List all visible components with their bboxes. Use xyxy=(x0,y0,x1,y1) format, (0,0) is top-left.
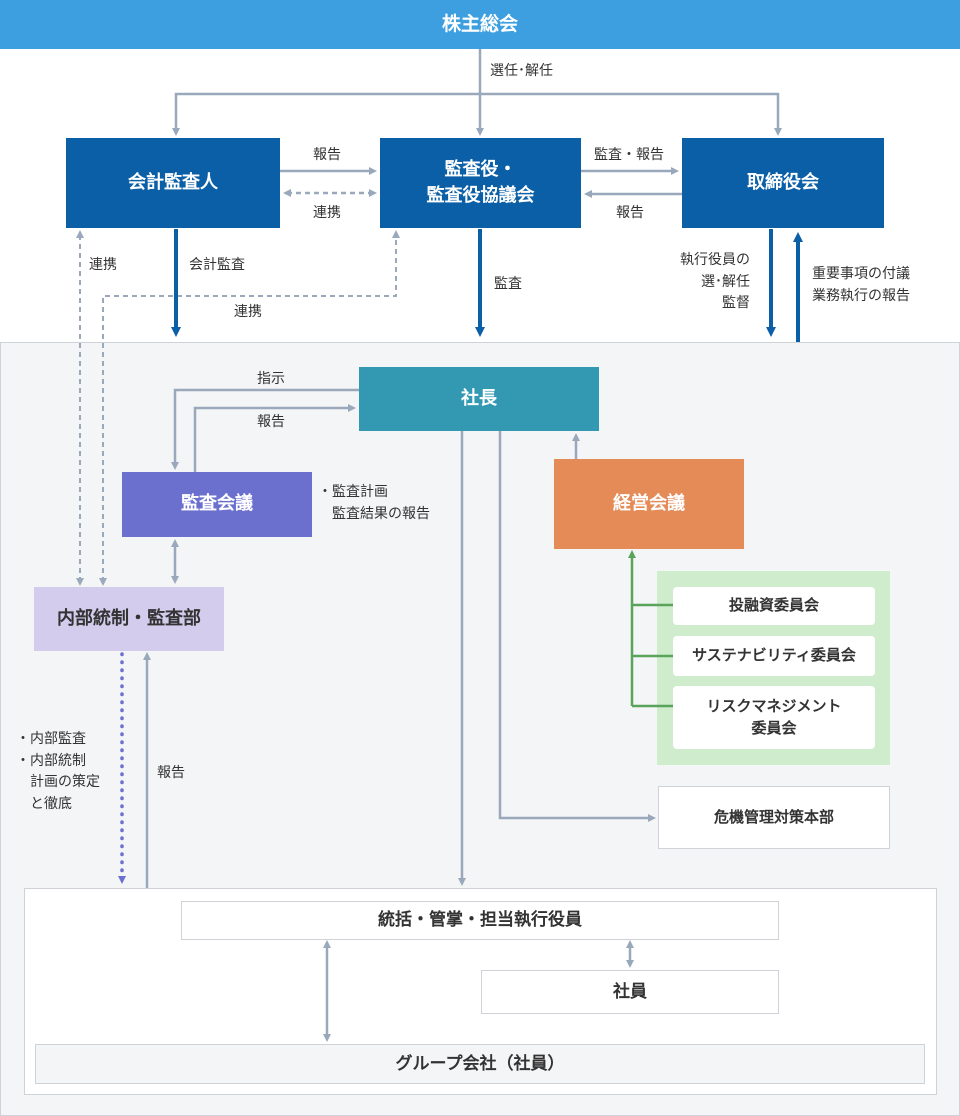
report-to-president-label: 報告 xyxy=(257,414,285,430)
internal-control-box: 内部統制・監査部 xyxy=(34,587,224,651)
accounting-audit-label: 会計監査 xyxy=(189,257,245,273)
crisis-hq-box: 危機管理対策本部 xyxy=(658,786,890,849)
management-meeting-label: 経営会議 xyxy=(613,492,685,514)
report-label: 報告 xyxy=(313,147,341,163)
cooperation-middle-label: 連携 xyxy=(234,304,262,320)
risk-committee-label: リスクマネジメント 委員会 xyxy=(706,696,842,737)
employees-box: 社員 xyxy=(481,970,779,1014)
group-companies-label: グループ会社（社員） xyxy=(395,1053,565,1074)
employees-label: 社員 xyxy=(613,981,647,1002)
exec-officer-elect-label: 執行役員の 選･解任 監督 xyxy=(680,252,750,312)
accounting-audit-board-arrows xyxy=(280,167,377,197)
internal-audit-plan-label: ・内部監査 ・内部統制 計画の策定 と徹底 xyxy=(16,731,100,813)
report-from-group-label: 報告 xyxy=(157,765,185,781)
audit-meeting-box: 監査会議 xyxy=(122,472,312,537)
audit-meeting-label: 監査会議 xyxy=(181,493,253,515)
accounting-auditor-label: 会計監査人 xyxy=(128,171,218,193)
executive-officers-label: 統括・管掌・担当執行役員 xyxy=(378,910,582,931)
audit-board-directors-arrows xyxy=(581,167,682,198)
shareholders-meeting-label: 株主総会 xyxy=(441,12,518,35)
internal-control-label: 内部統制・監査部 xyxy=(57,607,201,629)
crisis-hq-label: 危機管理対策本部 xyxy=(713,807,834,826)
audit-and-report-label: 監査・報告 xyxy=(594,147,664,163)
investment-committee-box: 投融資委員会 xyxy=(673,587,875,625)
audit-label: 監査 xyxy=(494,276,522,292)
elect-dismiss-label: 選任･解任 xyxy=(490,63,553,79)
audit-plan-label: ・監査計画 監査結果の報告 xyxy=(318,484,430,522)
executive-officers-box: 統括・管掌・担当執行役員 xyxy=(181,901,779,940)
president-box: 社長 xyxy=(359,367,599,431)
cooperation-top-label: 連携 xyxy=(313,205,341,221)
board-of-directors-box: 取締役会 xyxy=(682,138,884,228)
management-meeting-box: 経営会議 xyxy=(554,459,744,549)
audit-board-box: 監査役・ 監査役協議会 xyxy=(380,138,581,228)
important-matters-label: 重要事項の付議 業務執行の報告 xyxy=(812,266,910,304)
group-companies-box: グループ会社（社員） xyxy=(35,1044,925,1084)
investment-committee-label: 投融資委員会 xyxy=(728,596,819,615)
sustainability-committee-label: サステナビリティ委員会 xyxy=(692,646,856,665)
risk-committee-box: リスクマネジメント 委員会 xyxy=(673,686,875,749)
president-label: 社長 xyxy=(461,387,497,409)
report-from-board-label: 報告 xyxy=(616,205,644,221)
board-of-directors-label: 取締役会 xyxy=(747,171,819,193)
sustainability-committee-box: サステナビリティ委員会 xyxy=(673,636,875,676)
instruction-label: 指示 xyxy=(257,371,285,387)
cooperation-left-label: 連携 xyxy=(89,257,117,273)
accounting-auditor-box: 会計監査人 xyxy=(66,138,280,228)
audit-board-label: 監査役・ 監査役協議会 xyxy=(426,158,535,206)
shareholders-meeting: 株主総会 xyxy=(0,0,960,49)
elect-dismiss-arrows xyxy=(172,49,782,136)
